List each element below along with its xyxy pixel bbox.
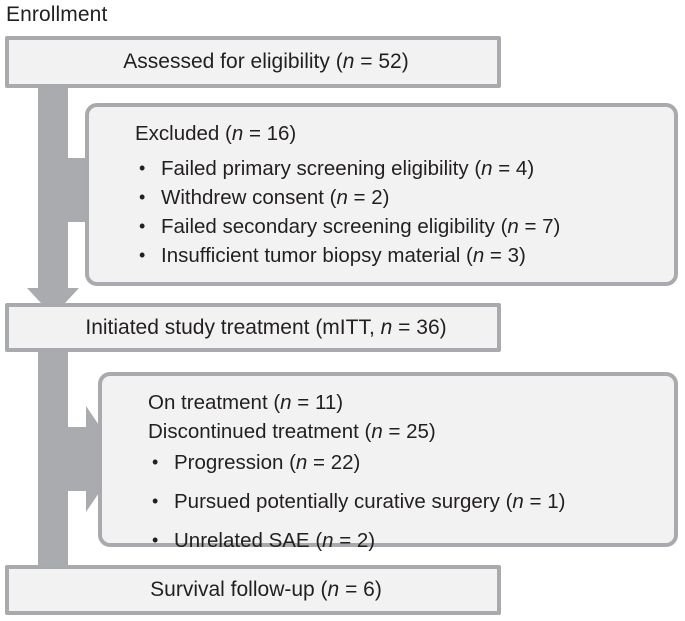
node-excluded-count: = 16) bbox=[243, 122, 297, 145]
bullet-icon: • bbox=[139, 187, 146, 207]
bullet-icon: • bbox=[152, 491, 159, 511]
node-survival-count: = 6) bbox=[339, 578, 382, 601]
node-treatment-status: On treatment (n = 11) Discontinued treat… bbox=[98, 372, 678, 552]
italic-n: n bbox=[231, 122, 244, 145]
bullet-icon: • bbox=[139, 216, 146, 236]
excluded-reason-count: = 2) bbox=[347, 186, 390, 209]
node-survival-text: Survival follow-up (n = 6) bbox=[124, 577, 382, 603]
on-treatment-count: = 11) bbox=[291, 391, 344, 414]
node-survival-label: Survival follow-up bbox=[150, 578, 321, 601]
italic-n: n bbox=[472, 244, 485, 267]
excluded-reason-list: •Failed primary screening eligibility (n… bbox=[135, 154, 660, 270]
paren-open: ( bbox=[505, 490, 513, 513]
italic-n: n bbox=[280, 391, 292, 414]
on-treatment-label: On treatment bbox=[148, 391, 274, 414]
paren-open: ( bbox=[315, 529, 323, 552]
list-item: • Pursued potentially curative surgery (n… bbox=[148, 487, 660, 516]
paren-open: ( bbox=[474, 157, 482, 180]
discontinuation-reason-count: = 22) bbox=[307, 451, 361, 474]
node-initiated-label: Initiated study treatment (mITT, bbox=[85, 315, 381, 339]
list-item: • Failed primary screening eligibility (n… bbox=[135, 154, 660, 183]
node-survival-follow-up: Survival follow-up (n = 6) bbox=[5, 565, 501, 615]
list-item: • Unrelated SAE (n = 2) bbox=[148, 526, 660, 555]
list-item: • Progression (n = 22) bbox=[148, 448, 660, 477]
discontinued-treatment-label: Discontinued treatment bbox=[148, 420, 365, 443]
italic-n: n bbox=[322, 529, 334, 552]
discontinued-treatment-count: = 25) bbox=[382, 420, 436, 443]
node-initiated-study-treatment: Initiated study treatment (mITT, n = 36) bbox=[5, 303, 501, 352]
node-assessed-for-eligibility: Assessed for eligibility (n = 52) bbox=[5, 36, 501, 88]
paren-open: ( bbox=[289, 451, 296, 474]
paren-open: ( bbox=[225, 122, 232, 145]
paren-open: ( bbox=[329, 186, 337, 209]
excluded-reason-count: = 4) bbox=[492, 157, 535, 180]
excluded-reason-label: Withdrew consent bbox=[161, 186, 330, 209]
excluded-reason-count: = 3) bbox=[484, 244, 526, 267]
node-assessed-text: Assessed for eligibility (n = 52) bbox=[97, 49, 408, 75]
discontinuation-reason-list: •Progression (n = 22) •Pursued potential… bbox=[148, 448, 660, 555]
node-excluded-heading: Excluded (n = 16) bbox=[135, 119, 660, 148]
list-item: • Withdrew consent (n = 2) bbox=[135, 183, 660, 212]
list-item: • Insufficient tumor biopsy material (n =… bbox=[135, 241, 660, 270]
italic-n: n bbox=[380, 315, 393, 339]
italic-n: n bbox=[371, 420, 383, 443]
discontinuation-reason-label: Progression bbox=[174, 451, 290, 474]
discontinuation-reason-count: = 2) bbox=[333, 529, 376, 552]
italic-n: n bbox=[336, 186, 348, 209]
list-item: •Failed secondary screening eligibility … bbox=[135, 212, 660, 241]
italic-n: n bbox=[295, 451, 308, 474]
paren-open: ( bbox=[500, 215, 508, 238]
excluded-reason-count: = 7) bbox=[518, 215, 561, 238]
italic-n: n bbox=[327, 578, 340, 601]
italic-n: n bbox=[481, 157, 493, 180]
italic-n: n bbox=[507, 215, 519, 238]
paren-open: ( bbox=[364, 420, 372, 443]
bullet-icon: • bbox=[152, 530, 159, 550]
italic-n: n bbox=[512, 490, 524, 513]
paren-open: ( bbox=[320, 578, 328, 601]
on-treatment-heading: On treatment (n = 11) bbox=[148, 388, 660, 417]
italic-n: n bbox=[342, 50, 355, 73]
discontinuation-reason-label: Unrelated SAE bbox=[174, 529, 316, 552]
bullet-icon: • bbox=[139, 245, 146, 265]
node-assessed-count: = 52) bbox=[354, 50, 409, 73]
node-excluded-label: Excluded bbox=[135, 122, 226, 145]
excluded-reason-label: Insufficient tumor biopsy material bbox=[161, 244, 466, 267]
node-initiated-text: Initiated study treatment (mITT, n = 36) bbox=[59, 315, 446, 341]
excluded-reason-label: Failed secondary screening eligibility bbox=[161, 215, 501, 238]
discontinuation-reason-count: = 1) bbox=[523, 490, 566, 513]
discontinued-treatment-heading: Discontinued treatment (n = 25) bbox=[148, 417, 660, 446]
node-assessed-label: Assessed for eligibility bbox=[123, 50, 330, 73]
paren-open: ( bbox=[273, 391, 281, 414]
bullet-icon: • bbox=[152, 452, 159, 472]
node-initiated-count: = 36) bbox=[392, 315, 447, 339]
section-label-enrollment: Enrollment bbox=[6, 3, 108, 26]
paren-open: ( bbox=[329, 50, 343, 73]
bullet-icon: • bbox=[139, 158, 146, 178]
node-excluded: Excluded (n = 16) •Failed primary screen… bbox=[85, 103, 678, 286]
discontinuation-reason-label: Pursued potentially curative surgery bbox=[174, 490, 506, 513]
excluded-reason-label: Failed primary screening eligibility bbox=[161, 157, 475, 180]
paren-open: ( bbox=[465, 244, 473, 267]
